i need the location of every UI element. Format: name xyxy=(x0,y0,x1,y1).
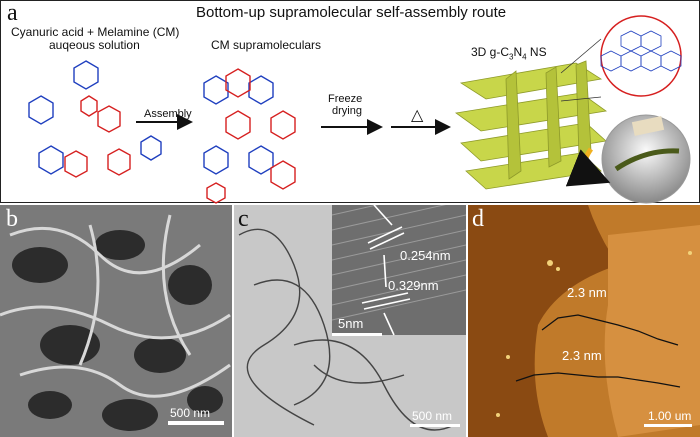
panel-d-letter: d xyxy=(472,206,484,232)
lattice-structure xyxy=(600,30,682,72)
height-profile-2: 2.3 nm xyxy=(562,348,602,363)
panel-b-letter: b xyxy=(6,206,18,232)
melamine-molecules xyxy=(28,60,162,175)
reactants-label-line1: Cyanuric acid + Melamine (CM) xyxy=(11,25,180,39)
cyanuric-molecules xyxy=(64,95,131,178)
reactants-label-line2: auqeous solution xyxy=(49,38,140,52)
height-profile-1: 2.3 nm xyxy=(567,285,607,300)
heat-symbol: △ xyxy=(411,107,424,124)
inset-scale-bar-label: 5nm xyxy=(338,316,364,331)
lattice-spacing-2: 0.329nm xyxy=(388,278,439,293)
panel-a-schematic: a Bottom-up supramolecular self-assembly… xyxy=(0,0,700,204)
freeze-step-label-line1: Freeze xyxy=(328,93,363,105)
panel-c-letter: c xyxy=(238,206,249,232)
scheme-title: Bottom-up supramolecular self-assembly r… xyxy=(196,4,507,21)
scheme-graphics xyxy=(28,15,691,204)
g-c3n4-sheets xyxy=(454,60,608,190)
panel-d-scale-bar-label: 1.00 um xyxy=(648,409,692,423)
panel-c-scale-bar-label: 500 nm xyxy=(412,409,453,423)
supramolecular-network xyxy=(203,68,296,204)
afm-texture xyxy=(468,205,700,437)
panel-b-scale-bar-label: 500 nm xyxy=(170,406,211,420)
panel-a-letter: a xyxy=(7,0,18,26)
sem-texture xyxy=(0,205,232,437)
freeze-step-label-line2: drying xyxy=(332,105,362,117)
supramolecular-label: CM supramoleculars xyxy=(211,38,322,52)
tem-texture xyxy=(234,205,466,437)
panel-d-afm-image: d 2.3 nm 2.3 nm 1.00 um xyxy=(468,205,700,437)
panel-b-sem-image: b 500 nm xyxy=(0,205,232,437)
lattice-spacing-1: 0.254nm xyxy=(400,248,451,263)
panel-c-tem-image: c 0.254nm 0.329nm 5nm 500 nm xyxy=(234,205,466,437)
product-label: 3D g-C3N4 NS xyxy=(471,45,547,62)
